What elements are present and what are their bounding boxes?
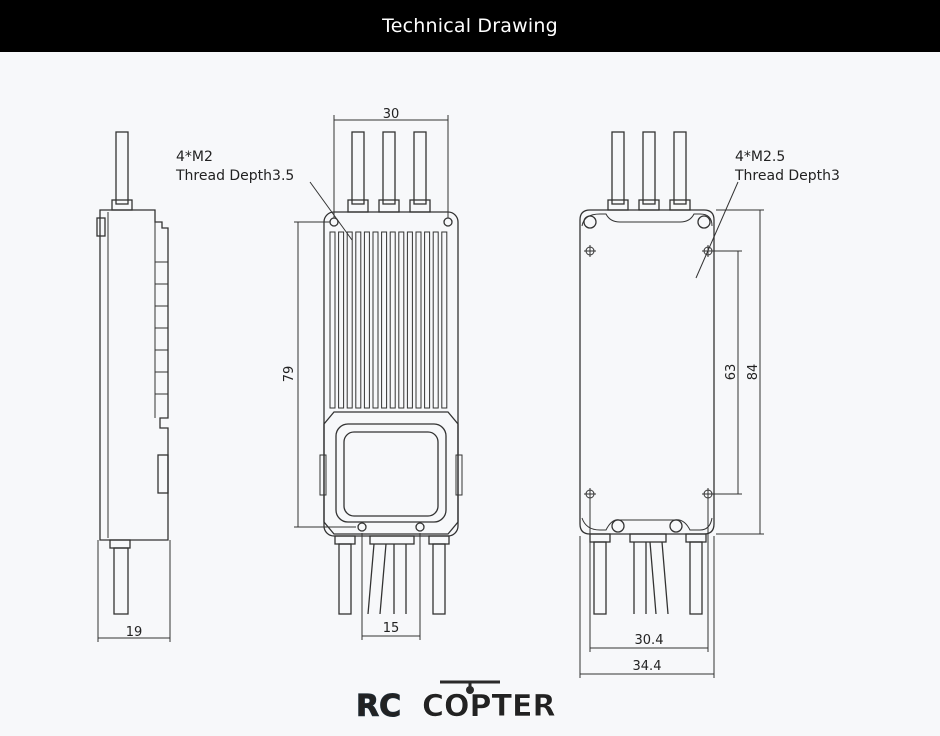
thread-label-left-2: Thread Depth3.5	[175, 168, 294, 184]
drawing-canvas: 19 30 7	[0, 52, 940, 732]
heatsink-fin	[432, 231, 439, 409]
dim-total-width: 34.4	[633, 659, 662, 674]
heatsink-fin	[415, 231, 422, 409]
heatsink-fin	[363, 231, 370, 409]
thread-label-right-2: Thread Depth3	[734, 168, 840, 184]
heatsink-fin	[441, 231, 448, 409]
heatsink-fin	[372, 231, 379, 409]
top-view: 30 79 15 4*M2 Thread Depth3.5	[175, 107, 463, 640]
heatsink-fin	[424, 231, 431, 409]
dim-left-height: 79	[282, 366, 297, 383]
header-bar: Technical Drawing	[0, 0, 940, 52]
dim-total-height: 84	[746, 364, 761, 381]
dim-top-width: 30	[383, 107, 400, 122]
heatsink-fin	[406, 231, 413, 409]
heatsink-fin	[329, 231, 336, 409]
logo-text-copter: COPTER	[422, 689, 556, 724]
heatsink-fin	[398, 231, 405, 409]
dim-bottom-pitch: 15	[383, 621, 400, 636]
dim-side-width: 19	[126, 625, 143, 640]
heatsink-fin	[381, 231, 388, 409]
logo-text-rc: RC	[356, 689, 401, 724]
side-view: 19	[96, 131, 171, 642]
heatsink-fin	[389, 231, 396, 409]
heatsink-fin	[355, 231, 362, 409]
thread-label-right-1: 4*M2.5	[735, 149, 785, 165]
heatsink-fin	[346, 231, 353, 409]
heatsink-fin	[338, 231, 345, 409]
dim-hole-width: 30.4	[635, 633, 664, 648]
page-title: Technical Drawing	[382, 15, 558, 37]
thread-label-left-1: 4*M2	[176, 149, 213, 165]
bottom-view: 63 84 30.4 34.4 4*M2.5 Thread Depth3	[579, 131, 840, 678]
dim-hole-span: 63	[724, 364, 739, 381]
rc-copter-logo: RC COPTER	[356, 680, 556, 725]
